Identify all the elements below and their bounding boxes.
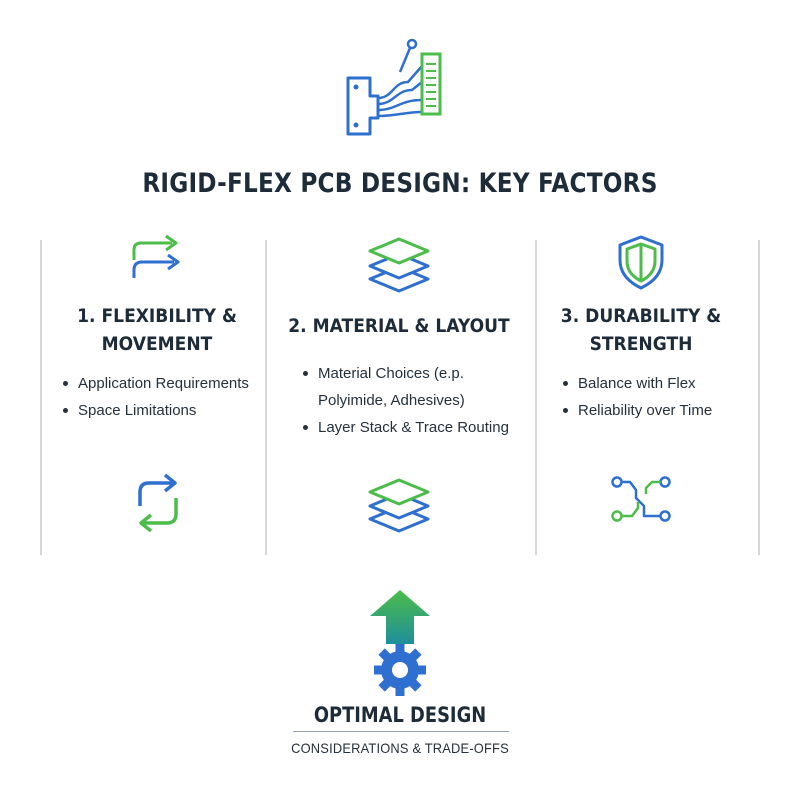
factor-column-durability: 3. DURABILITY & STRENGTH Balance with Fl… (510, 230, 772, 560)
divider-left (40, 240, 42, 555)
factor-column-flexibility: 1. FLEXIBILITY & MOVEMENT Application Re… (26, 230, 288, 560)
factor-title-line: 1. FLEXIBILITY & (77, 305, 237, 327)
list-item: Layer Stack & Trace Routing (302, 414, 509, 441)
gear-with-up-arrow-icon (364, 588, 436, 696)
cycle-arrows-icon (26, 472, 288, 533)
factor-title-line: 2. MATERIAL & LAYOUT (288, 315, 510, 337)
list-item: Space Limitations (62, 397, 249, 424)
factor-title-line: 3. DURABILITY & (560, 305, 722, 327)
factor-title-3: 3. DURABILITY & STRENGTH (523, 302, 759, 358)
list-item: Reliability over Time (562, 397, 712, 424)
factor-title-line: MOVEMENT (101, 333, 213, 355)
pcb-circuit-icon (338, 38, 448, 138)
optimal-design-subtitle: CONSIDERATIONS & TRADE-OFFS (291, 740, 509, 756)
list-item: Balance with Flex (562, 370, 712, 397)
factor-column-material: 2. MATERIAL & LAYOUT Material Choices (e… (268, 230, 530, 560)
divider-1 (265, 240, 267, 555)
factor-title-2: 2. MATERIAL & LAYOUT (281, 312, 517, 340)
factor-title-1: 1. FLEXIBILITY & MOVEMENT (39, 302, 275, 358)
footer-divider (293, 731, 509, 732)
page-title: RIGID-FLEX PCB DESIGN: KEY FACTORS (142, 168, 658, 199)
shield-icon (510, 234, 772, 290)
optimal-design-title: OPTIMAL DESIGN (313, 703, 487, 727)
factor-title-line: STRENGTH (589, 333, 693, 355)
divider-2 (535, 240, 537, 555)
circuit-traces-icon (510, 474, 772, 524)
flex-arrows-icon (26, 234, 288, 280)
bullet-list: Application Requirements Space Limitatio… (62, 370, 249, 424)
bullet-list: Balance with Flex Reliability over Time (562, 370, 712, 424)
bullet-list: Material Choices (e.p. Polyimide, Adhesi… (302, 360, 509, 441)
list-item: Material Choices (e.p. Polyimide, Adhesi… (302, 360, 509, 414)
divider-right (758, 240, 760, 555)
layers-icon (268, 232, 530, 296)
layers-icon (268, 474, 530, 538)
list-item: Application Requirements (62, 370, 249, 397)
